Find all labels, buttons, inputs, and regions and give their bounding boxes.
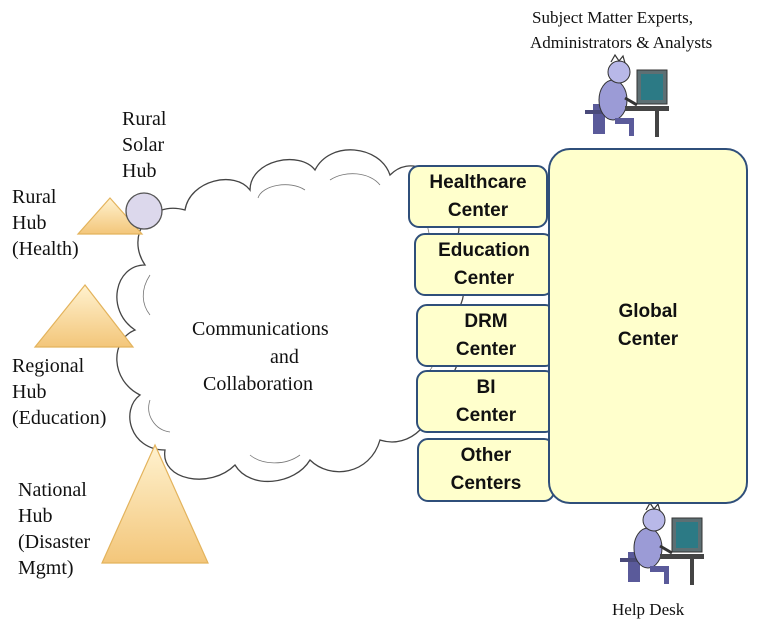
rural-hub-triangle	[76, 197, 144, 235]
national-hub-label: National Hub (Disaster Mgmt)	[18, 479, 91, 579]
experts-label-line2: Administrators & Analysts	[530, 33, 713, 52]
healthcare-center-box: Healthcare Center	[408, 165, 548, 228]
rural-solar-hub-label: Rural Solar Hub	[122, 108, 167, 182]
helpdesk-label: Help Desk	[612, 600, 685, 619]
rural-hub-label: Rural Hub (Health)	[12, 186, 79, 260]
national-hub-triangle	[101, 443, 209, 564]
helpdesk-person-icon	[620, 501, 704, 585]
expert-person-icon	[585, 53, 669, 137]
regional-hub-triangle	[33, 284, 135, 348]
cloud-label-line3: Collaboration	[203, 373, 313, 395]
regional-hub-label: Regional Hub (Education)	[12, 355, 107, 429]
education-center-box: Education Center	[414, 233, 554, 296]
global-center-box: Global Center	[548, 148, 748, 504]
drm-center-box: DRM Center	[416, 304, 556, 367]
experts-label-line1: Subject Matter Experts,	[532, 8, 693, 27]
other-centers-box: Other Centers	[417, 438, 555, 502]
rural-solar-hub-circle	[125, 192, 163, 230]
bi-center-box: BI Center	[416, 370, 556, 433]
cloud-label-line1: Communications	[192, 318, 329, 340]
cloud-label-line2: and	[270, 346, 299, 368]
